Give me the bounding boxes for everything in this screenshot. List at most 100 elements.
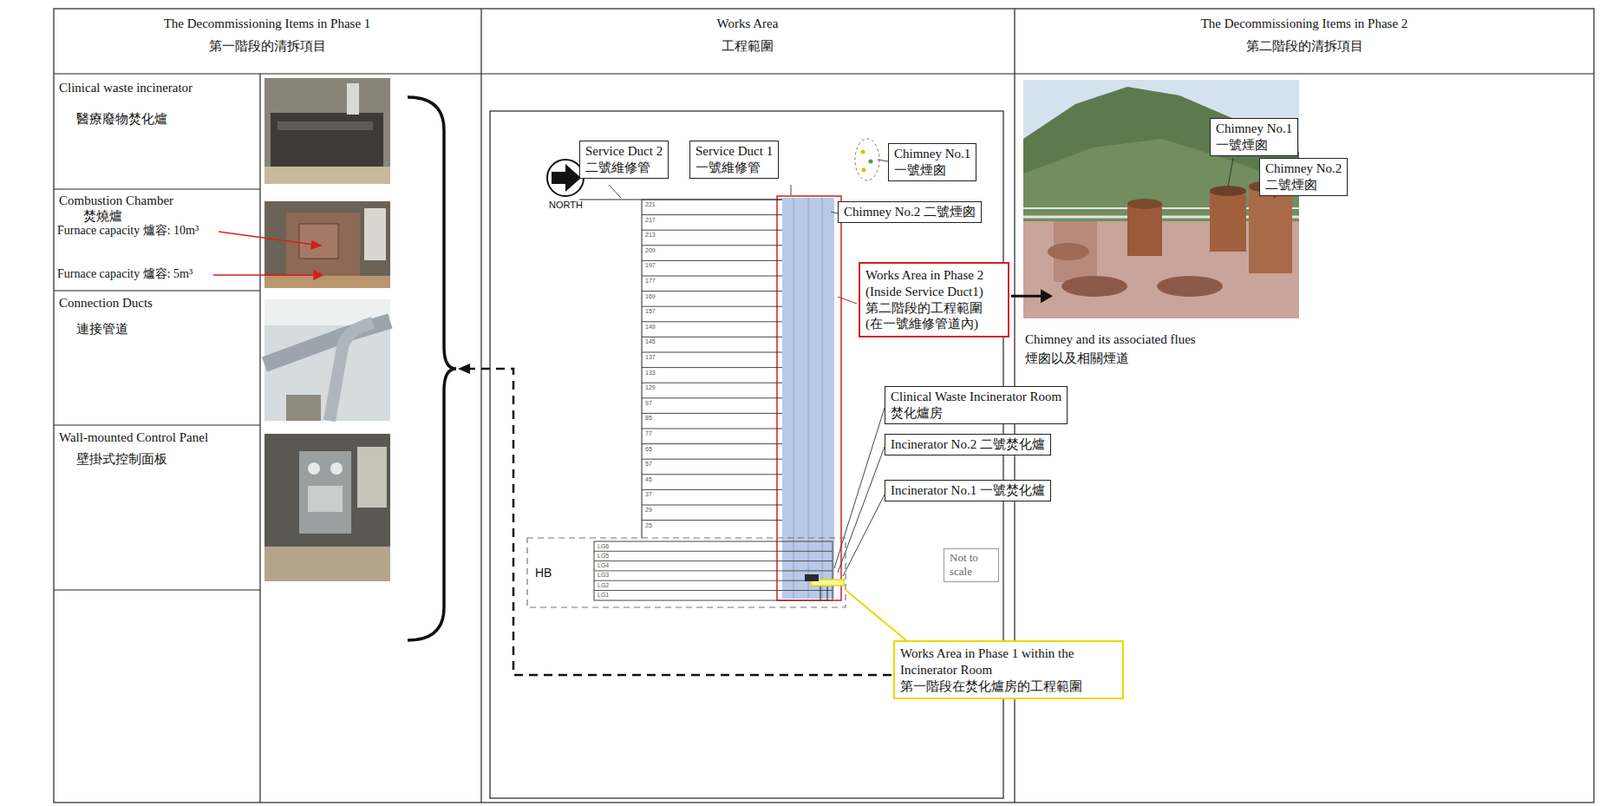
table-frame [53, 8, 1594, 803]
node-text: 一號煙囪 [894, 162, 971, 179]
works-area-box: Works Area in Phase 2(Inside Service Duc… [858, 261, 1010, 338]
floor-number: 85 [645, 414, 653, 422]
pointer-arrow [1011, 294, 1043, 298]
leader-line [845, 589, 907, 640]
column-heading: Works Area [717, 15, 779, 32]
table-rule [259, 73, 261, 803]
table-rule [53, 188, 261, 190]
node-text: Chimney No.2 [1265, 160, 1342, 177]
node-text: Incinerator No.1 一號焚化爐 [890, 482, 1045, 499]
table-cell-text: 醫療廢物焚化爐 [76, 111, 168, 127]
node-text: Chimney No.2 二號煙囪 [843, 203, 976, 221]
floor-number: LG1 [597, 591, 609, 599]
node-text: Incinerator No.2 二號焚化爐 [890, 436, 1045, 453]
node-text: Chimney No.1 [1215, 120, 1293, 138]
column-heading: 第一階段的清拆項目 [208, 38, 327, 54]
floor-line [594, 580, 833, 582]
node-text: 二號煙囪 [1265, 176, 1342, 194]
photo-callout: Chimney No.1一號煙囪 [1209, 117, 1299, 157]
north-symbol [547, 159, 584, 196]
floor-number: 77 [645, 430, 653, 438]
node-text: Service Duct 1 [695, 143, 773, 160]
floor-line [641, 489, 783, 490]
table-cell-text: 壁掛式控制面板 [76, 450, 168, 467]
floor-number: 129 [645, 384, 656, 392]
floor-number: 217 [645, 216, 656, 224]
node-text: 第二階段的工程範圍 [865, 300, 1003, 317]
table-cell-text: Furnace capacity 爐容: 5m³ [57, 267, 193, 282]
floor-line [594, 560, 833, 562]
floor-line [641, 260, 783, 262]
control-panel-photo [264, 433, 391, 582]
column-heading: 第二階段的清拆項目 [1246, 38, 1364, 54]
connection-duct-photo [264, 299, 391, 421]
service-duct-plan [579, 195, 842, 601]
floor-number: 57 [645, 460, 653, 468]
photo-callout: Chimney No.2二號煙囪 [1259, 157, 1348, 196]
leader-line [830, 211, 838, 214]
label-text: 煙囪以及相關煙道 [1025, 350, 1130, 366]
chimney-plan [855, 138, 880, 181]
floor-line [594, 569, 833, 571]
leader-line [608, 184, 621, 198]
node-text: (Inside Service Duct1) [865, 283, 1003, 301]
north-arrow [551, 163, 582, 192]
floor-line [594, 589, 833, 591]
floor-line [641, 306, 783, 307]
node-text: 一號煙囪 [1215, 137, 1293, 154]
table-rule [53, 289, 261, 291]
floor-number: 221 [645, 201, 656, 209]
floor-number: 25 [645, 522, 653, 529]
floor-number: 169 [645, 293, 656, 301]
table-cell-text: Connection Ducts [58, 294, 153, 311]
incinerator-photo [264, 78, 391, 184]
node-text: 焚化爐房 [890, 404, 1062, 422]
callout-box: Service Duct 2二號維修管 [579, 140, 669, 179]
table-cell-text: Clinical waste incinerator [58, 79, 193, 96]
node-text: (在一號維修管道內) [865, 315, 1003, 333]
floor-line [641, 458, 783, 460]
floor-number: 133 [645, 369, 656, 377]
floor-line [641, 290, 783, 292]
floor-line [594, 550, 833, 552]
floor-number: 197 [645, 261, 656, 269]
node-text: Clinical Waste Incinerator Room [890, 388, 1062, 405]
callout-box: Chimney No.1一號煙囪 [888, 143, 977, 182]
pointer-line [218, 231, 314, 245]
leader-line [842, 494, 885, 576]
floor-line [641, 336, 783, 338]
node-text: 一號維修管 [695, 159, 773, 177]
table-rule [480, 8, 482, 803]
floor-line [641, 428, 783, 430]
floor-number: 209 [645, 247, 656, 255]
floor-number: 149 [645, 323, 656, 331]
floor-number: 145 [645, 338, 656, 346]
floor-number: LG3 [597, 571, 609, 579]
floor-number: LG6 [597, 542, 609, 550]
callout-box: Chimney No.2 二號煙囪 [837, 201, 982, 223]
hb-area [527, 537, 846, 608]
scale-note: Not to scale [943, 548, 1000, 582]
node-text: 二號維修管 [585, 159, 663, 177]
floor-number: 137 [645, 353, 656, 361]
table-cell-text: 焚燒爐 [83, 208, 123, 224]
floor-number: 157 [645, 307, 656, 315]
node-text: Chimney No.1 [894, 145, 971, 163]
floor-line [641, 382, 783, 384]
leader-line [1227, 157, 1234, 187]
table-cell-text: Wall-mounted Control Panel [58, 429, 209, 445]
table-cell-text: Furnace capacity 爐容: 10m³ [57, 223, 199, 239]
floor-number: 213 [645, 231, 656, 239]
floor-line [641, 504, 783, 506]
column-heading: 工程範圍 [721, 38, 774, 54]
table-cell-text: 連接管道 [76, 320, 129, 337]
works-area-box: Works Area in Phase 1 within the Inciner… [893, 640, 1124, 699]
arrowhead [457, 363, 471, 374]
floor-line [641, 320, 783, 322]
floor-line [641, 244, 783, 246]
column-heading: The Decommissioning Items in Phase 1 [163, 15, 372, 32]
table-cell-text: Combustion Chamber [58, 192, 174, 209]
column-heading: The Decommissioning Items in Phase 2 [1201, 15, 1409, 32]
floor-line [641, 275, 783, 277]
